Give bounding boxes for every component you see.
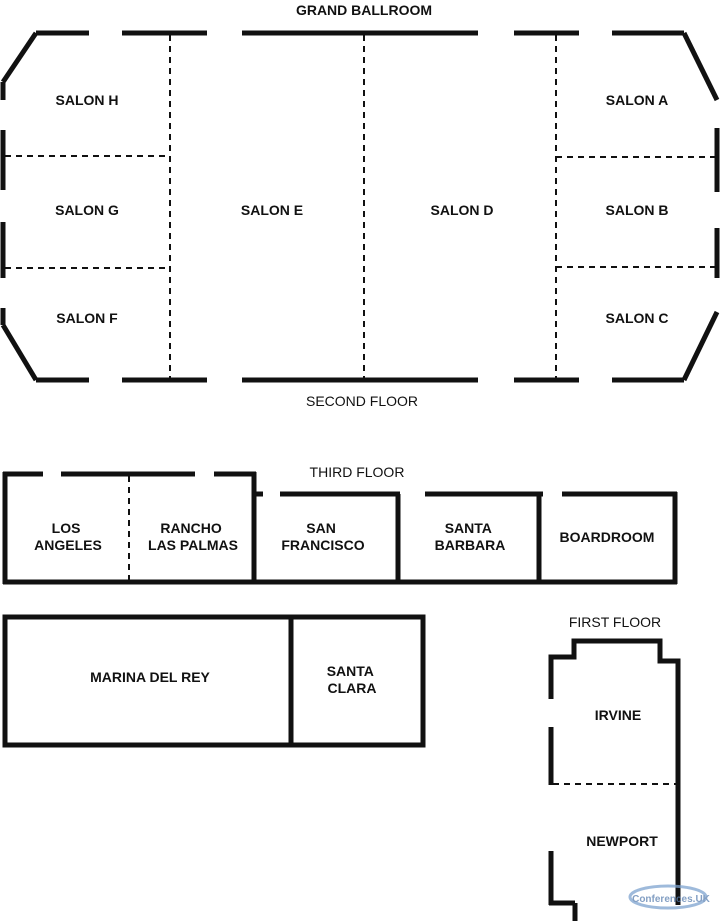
ballroom-corner-wall xyxy=(0,323,39,382)
room-salon-e: SALON E xyxy=(241,202,303,218)
room-salon-f: SALON F xyxy=(56,310,118,326)
first-floor-caption: FIRST FLOOR xyxy=(569,614,661,630)
room-salon-b: SALON B xyxy=(606,202,669,218)
room-san-francisco: SAN FRANCISCO xyxy=(281,520,364,553)
room-newport: NEWPORT xyxy=(586,833,658,849)
ballroom-corner-wall xyxy=(0,31,39,84)
room-boardroom: BOARDROOM xyxy=(560,529,655,545)
watermark-text: Conferences.UK xyxy=(632,894,711,905)
grand-ballroom-heading: GRAND BALLROOM xyxy=(296,2,432,18)
first-floor-plan: FIRST FLOOR IRVINE NEWPORT xyxy=(548,614,681,921)
room-marina-del-rey: MARINA DEL REY xyxy=(90,669,210,685)
room-rancho-las-palmas: RANCHO LAS PALMAS xyxy=(148,520,238,553)
marina-santa-clara-outline xyxy=(2,614,426,748)
watermark-swoosh-icon xyxy=(628,884,708,910)
room-salon-d: SALON D xyxy=(431,202,494,218)
second-floor-plan: GRAND BALLROOM SALON H SALON G SALON F S… xyxy=(0,2,720,409)
room-salon-h: SALON H xyxy=(56,92,119,108)
room-los-angeles: LOS ANGELES xyxy=(34,520,102,553)
room-santa-clara: SANTA CLARA xyxy=(327,663,378,696)
ballroom-corner-wall xyxy=(681,31,720,102)
room-irvine: IRVINE xyxy=(595,707,641,723)
room-salon-g: SALON G xyxy=(55,202,119,218)
ballroom-corner-wall xyxy=(681,310,720,382)
second-floor-caption: SECOND FLOOR xyxy=(306,393,418,409)
room-santa-barbara: SANTA BARBARA xyxy=(435,520,506,553)
room-salon-a: SALON A xyxy=(606,92,668,108)
third-floor-caption: THIRD FLOOR xyxy=(310,464,405,480)
first-floor-top-wall xyxy=(548,638,681,905)
room-salon-c: SALON C xyxy=(606,310,669,326)
third-floor-plan: THIRD FLOOR LOS ANGELES RANCHO LAS PALMA… xyxy=(2,464,678,748)
watermark-logo: Conferences.UK xyxy=(628,884,711,910)
